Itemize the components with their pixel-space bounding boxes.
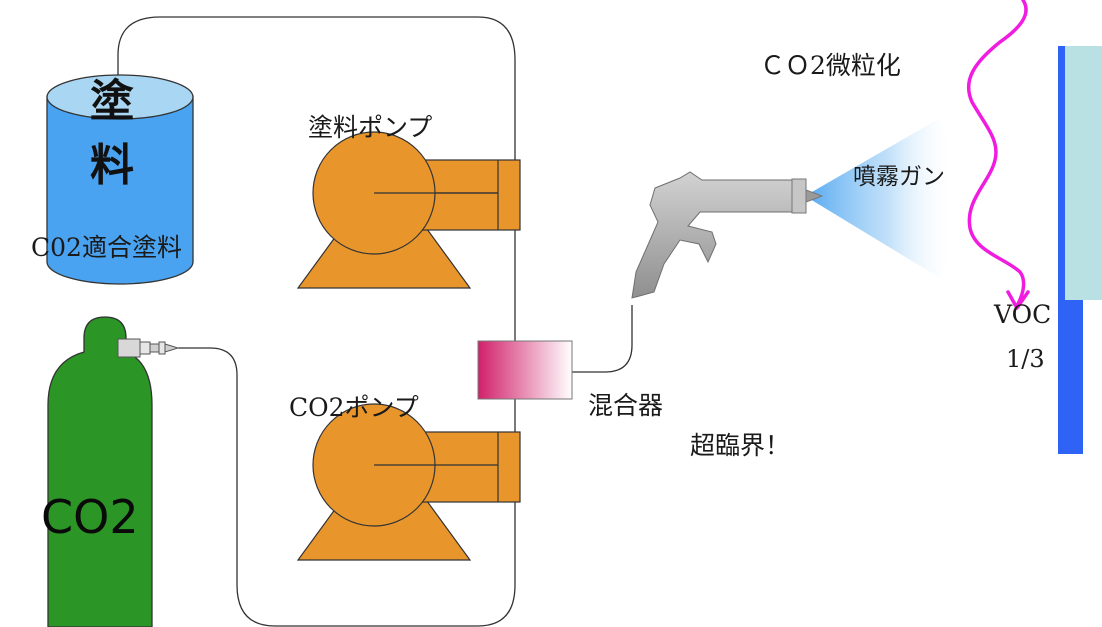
co2-compatible-paint-label: C02適合塗料 <box>31 233 182 262</box>
spray-mist <box>805 118 955 278</box>
co2-cylinder-label: CO2 <box>41 490 139 544</box>
supercritical-label: 超臨界！ <box>690 431 791 460</box>
co2-atomization-label: ＣＯ2微粒化 <box>760 51 901 80</box>
mixer-label: 混合器 <box>588 391 664 420</box>
co2-pump-label: CO2ポンプ <box>289 393 419 422</box>
voc-ratio-label: 1/3 <box>1006 345 1045 373</box>
paint-pump <box>296 131 521 289</box>
paint-tank-label-2: 料 <box>90 140 134 191</box>
spray-gun <box>631 171 824 299</box>
mixer-block <box>477 340 573 400</box>
paint-tank-label-1: 塗 <box>90 76 134 127</box>
co2-arrowhead <box>1006 290 1030 310</box>
cylinder-valve <box>117 338 180 358</box>
paint-tank <box>46 74 194 285</box>
paint-pump-label: 塗料ポンプ <box>308 113 433 142</box>
co2-cylinder <box>47 316 153 627</box>
spray-gun-label: 噴霧ガン <box>853 164 945 190</box>
co2-atomization-arrow <box>966 0 1028 306</box>
pipe-loop <box>117 16 516 627</box>
voc-label: VOC <box>994 300 1052 329</box>
coating-panel-light <box>1065 46 1102 300</box>
gun-hose <box>572 305 633 373</box>
co2-pump <box>296 403 521 561</box>
